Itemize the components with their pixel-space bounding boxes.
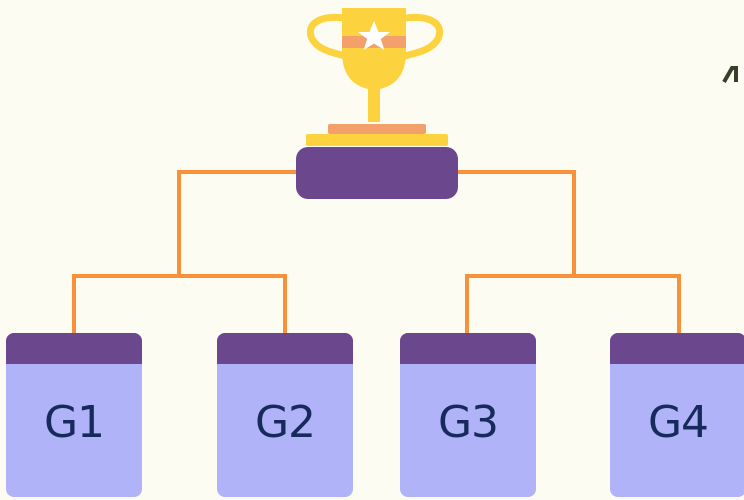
winner-slot <box>296 147 458 199</box>
team-card-header <box>400 333 536 364</box>
connector-right-top <box>456 170 576 276</box>
connector-left-pair <box>72 274 287 333</box>
team-card-header <box>6 333 142 364</box>
cropped-glyph-icon <box>722 66 738 83</box>
team-label: G3 <box>437 397 499 448</box>
team-card-g4: G4 <box>610 333 744 497</box>
team-label: G4 <box>647 397 709 448</box>
team-card-g1: G1 <box>6 333 142 497</box>
team-card-header <box>217 333 353 364</box>
team-label: G2 <box>254 397 316 448</box>
star-icon <box>358 21 390 50</box>
team-card-header <box>610 333 744 364</box>
team-card-g3: G3 <box>400 333 536 497</box>
team-label: G1 <box>43 397 105 448</box>
trophy-icon <box>306 8 448 146</box>
connector-left-top <box>177 170 298 276</box>
connector-right-pair <box>465 274 681 333</box>
team-card-g2: G2 <box>217 333 353 497</box>
